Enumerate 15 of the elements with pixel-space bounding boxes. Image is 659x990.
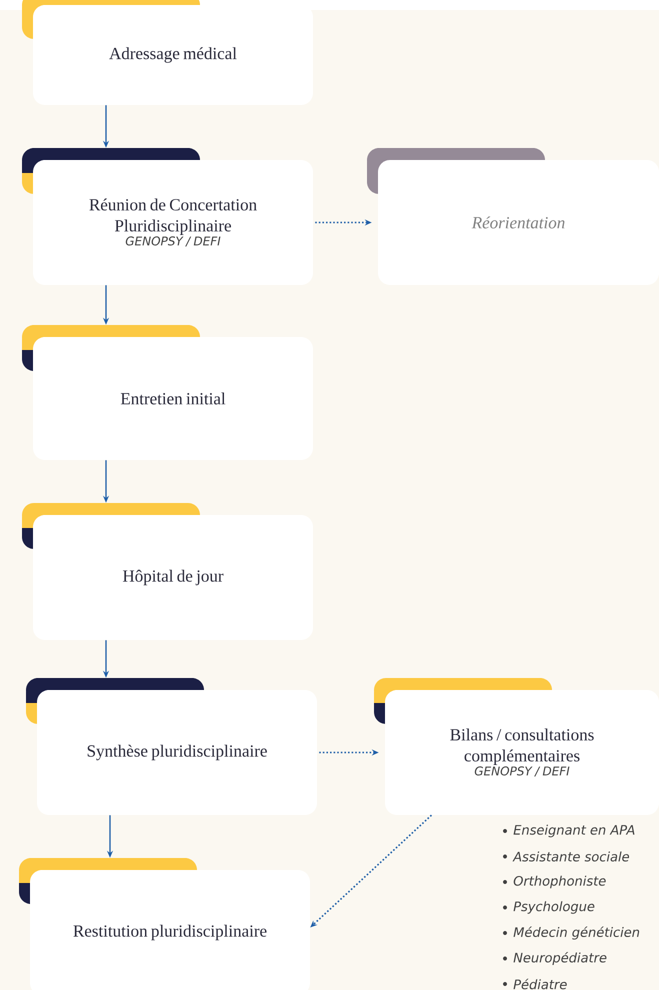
list-item: Neuropédiatre bbox=[503, 952, 606, 966]
list-item: Pédiatre bbox=[503, 978, 567, 990]
process-box: Bilans / consultations complémentaires GENOPSY / DEFI bbox=[374, 678, 659, 815]
list-item: Médecin généticien bbox=[503, 926, 640, 940]
list-item: Orthophoniste bbox=[503, 876, 606, 888]
process-box: Restitution pluridisciplinaire bbox=[19, 858, 310, 990]
process-box: Réunion de Concertation Pluridisciplinaire GENOPSY / DEFI bbox=[22, 148, 313, 285]
process-box: Adressage médical bbox=[22, 0, 313, 105]
list-item: Enseignant en APA bbox=[503, 824, 634, 838]
process-box: Synthèse pluridisciplinaire bbox=[26, 678, 317, 815]
process-box: Entretien initial bbox=[22, 325, 313, 460]
list-item: Psychologue bbox=[503, 901, 594, 914]
process-box: Réorientation bbox=[367, 148, 659, 285]
process-box: Hôpital de jour bbox=[22, 503, 313, 640]
list-item: Assistante sociale bbox=[503, 851, 630, 862]
